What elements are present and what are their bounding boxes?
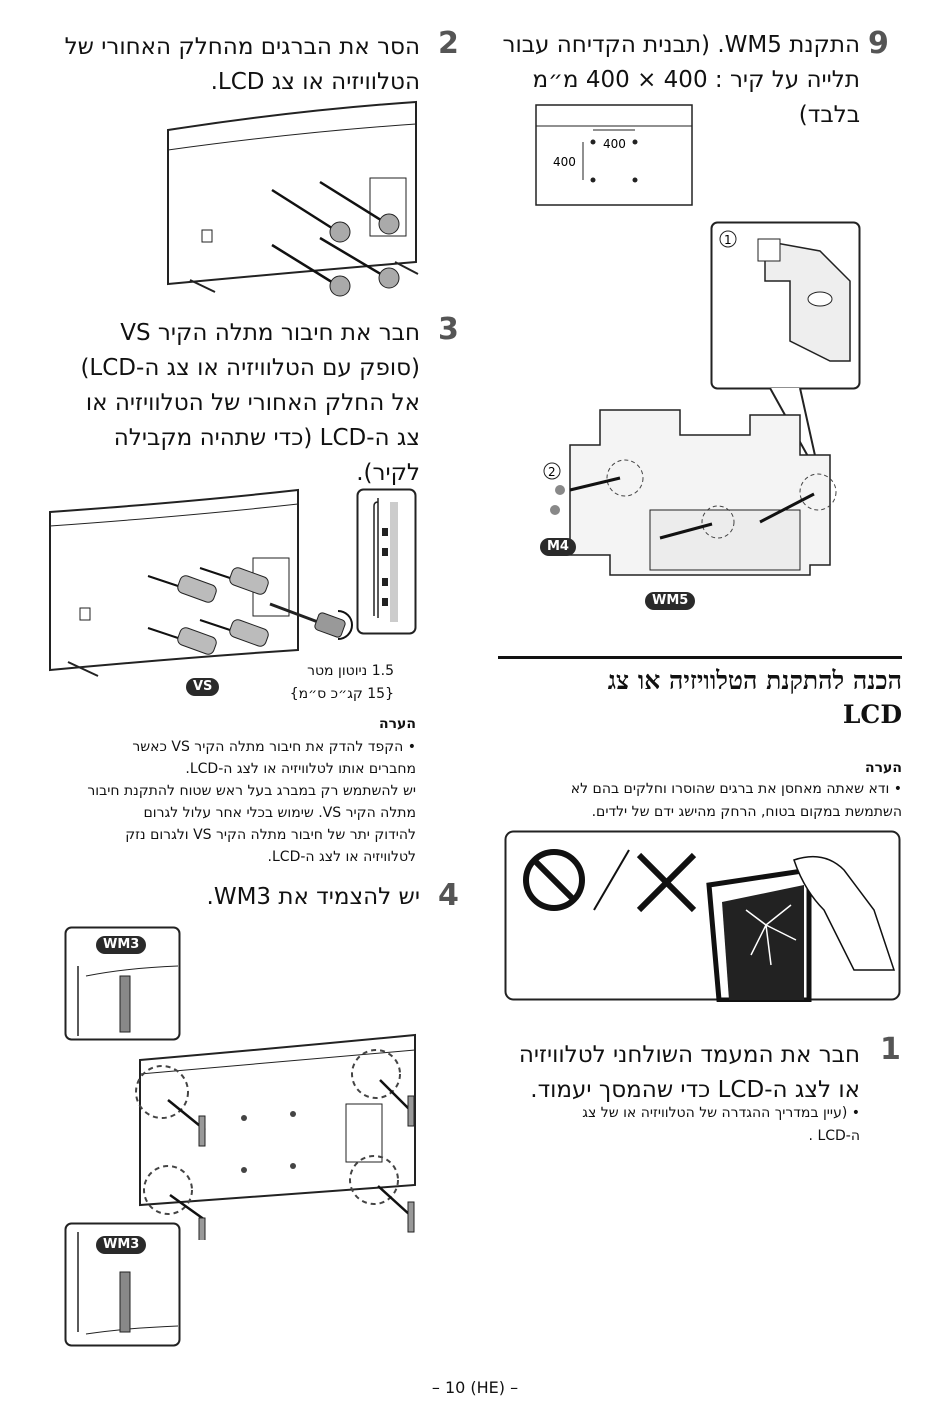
pattern-horizontal-label: 400 — [603, 137, 626, 151]
left-note-line-1: • הקפד להדק את חיבור מתלה הקיר VS כאשר — [132, 739, 416, 755]
step-1-bullet: • (עיין במדריך ההגדרה של הטלוויזיה או של… — [480, 1102, 860, 1148]
step-1-number: 1 — [880, 1032, 901, 1067]
left-note-line-5: להידוק יתר של חיבור מתלה הקיר VS ולגרום … — [125, 827, 416, 843]
callout-1: 1 — [724, 233, 732, 247]
section-heading-line-1: הכנה להתקנת הטלוויזיה או צג — [607, 666, 902, 695]
wm3-zoom-top — [64, 926, 181, 1041]
wm5-assembly-illustration: 2 — [543, 409, 837, 576]
step-3-line-4: צג ה-LCD (כדי שתהיה מקבילה — [113, 425, 420, 451]
drilling-pattern-diagram: 400 400 — [535, 104, 693, 206]
step-2-line-1: הסר את הברגים מהחלק האחורי של — [64, 34, 420, 60]
torque-spec: 1.5 ניוטון מטר {15 קג״כ ס״מ} — [250, 660, 394, 706]
step-3-number: 3 — [438, 312, 459, 347]
step-2-text: הסר את הברגים מהחלק האחורי של הטלוויזיה … — [40, 30, 420, 100]
vs-badge: VS — [186, 678, 220, 696]
torque-spec-kgf: {15 קג״כ ס״מ} — [289, 686, 394, 702]
step-3-line-1: חבר את חיבור מתלה הקיר VS — [120, 320, 420, 346]
step-1-bullet-line-1: • (עיין במדריך ההגדרה של הטלוויזיה או של… — [582, 1105, 860, 1121]
step-1-text: חבר את המעמד השולחני לטלוויזיה או לצג ה-… — [480, 1038, 860, 1108]
left-note-line-3: יש להשתמש רק במברג בעל ראש שטוח להתקנת ח… — [87, 783, 416, 799]
section-heading: הכנה להתקנת הטלוויזיה או צג LCD — [500, 664, 902, 732]
right-note: • ודא שאתה מאחסן את ברגים שהוסרו וחלקים … — [500, 778, 902, 824]
tv-wm3-illustration — [135, 1033, 416, 1240]
left-note: • הקפד להדק את חיבור מתלה הקיר VS כאשר מ… — [40, 736, 416, 868]
right-note-title: הערה — [865, 760, 902, 776]
step-3-line-2: (סופק עם הטלוויזיה או צג ה-LCD) — [80, 355, 420, 381]
page-number: – 10 (HE) – — [431, 1378, 519, 1397]
step-1-line-2: או לצג ה-LCD כדי שהמסך יעמוד. — [530, 1077, 860, 1103]
left-note-line-4: מתלה הקיר VS. שימוש בכלי אחר עלול לגרום — [143, 805, 416, 821]
step-3-text: חבר את חיבור מתלה הקיר VS (סופק עם הטלוו… — [40, 316, 420, 491]
step-2-number: 2 — [438, 26, 459, 61]
side-view-zoom — [356, 488, 417, 635]
step-3-line-3: אל החלק האחורי של הטלוויזיה או — [85, 390, 420, 416]
wm5-badge: WM5 — [645, 592, 696, 610]
step-3-line-5: לקיר). — [356, 460, 420, 486]
step-2-line-2: הטלוויזיה או צג LCD. — [210, 69, 420, 95]
callout-2: 2 — [548, 465, 556, 479]
warning-illustration — [504, 830, 901, 1002]
step-4-number: 4 — [438, 878, 459, 913]
bracket-zoom-illustration: 1 — [710, 221, 861, 390]
torque-spec-nm: 1.5 ניוטון מטר — [307, 663, 394, 679]
pattern-vertical-label: 400 — [553, 155, 576, 169]
step-9-line-1: התקנת WM5. (תבנית הקדיחה עבור — [502, 32, 860, 58]
left-note-line-2: מחברים אותו לטלוויזיה או לצג ה-LCD. — [185, 761, 416, 777]
step-9-line-2: תלייה על קיר : 400 × 400 מ״מ בלבד) — [532, 67, 860, 128]
cross-icon — [636, 852, 697, 913]
left-note-title: הערה — [379, 716, 416, 732]
prohibited-icon — [523, 849, 585, 911]
step-1-bullet-line-2: ה-LCD . — [808, 1128, 860, 1144]
wm3-zoom-bottom — [64, 1222, 181, 1347]
wm3-badge-top: WM3 — [96, 936, 147, 954]
tv-remove-screws-illustration — [167, 100, 419, 297]
section-heading-line-2: LCD — [842, 700, 902, 729]
tv-attach-vs-illustration — [49, 488, 353, 677]
step-1-line-1: חבר את המעמד השולחני לטלוויזיה — [518, 1042, 860, 1068]
section-divider — [498, 656, 902, 659]
step-9-number: 9 — [868, 26, 889, 61]
step-9-text: התקנת WM5. (תבנית הקדיחה עבור תלייה על ק… — [470, 28, 860, 133]
right-note-line-1: • ודא שאתה מאחסן את ברגים שהוסרו וחלקים … — [570, 781, 902, 797]
step-4-line-1: יש להצמיד את WM3. — [206, 884, 420, 910]
m4-badge: M4 — [540, 538, 576, 556]
wm3-badge-bottom: WM3 — [96, 1236, 147, 1254]
left-note-line-6: לטלוויזיה או לצג ה-LCD. — [267, 849, 416, 865]
right-note-line-2: השתמשת במקום בטוח, הרחק מהישג ידם של ילד… — [591, 804, 902, 820]
